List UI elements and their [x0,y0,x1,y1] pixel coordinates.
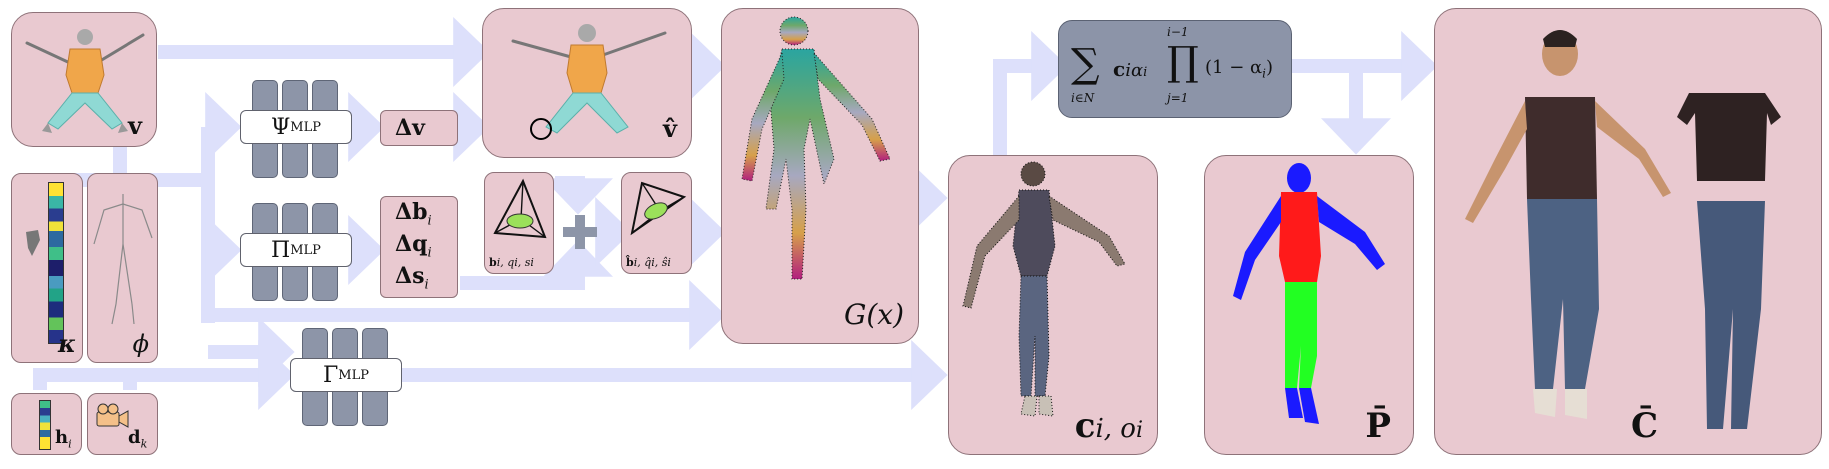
gaussian-field-panel: G(x) [721,8,919,344]
label-delta-b: Δbi [395,199,432,229]
h-panel: hi [11,393,82,455]
tpose-mannequin-image [25,29,145,133]
formula-sum-sub: i∈N [1071,91,1095,105]
bus-hd [33,368,137,390]
colored-point-cloud-image [962,161,1126,417]
delta-v-box: Δv [380,110,458,146]
formula-prod-sub: j=1 [1167,91,1189,105]
deformed-triangle-gaussian-image [630,181,687,236]
kappa-colorbar [48,182,64,344]
plus-icon [563,215,597,249]
arrow-dbqs-plus [460,240,613,290]
delta-bqs-box: Δbi Δqi Δsi [380,196,458,298]
formula-body: ciαi [1113,57,1148,81]
label-delta-q: Δqi [395,231,432,261]
deformed-mannequin-image [511,24,667,140]
skeleton-pose-image [93,194,153,325]
volume-rendering-formula: ∑ i∈N ciαi i−1 ∏ j=1 (1 − αi) [1058,20,1292,118]
d-panel: dk [87,393,158,455]
label-p-bar: P̄ [1365,406,1391,446]
gaussian-point-cloud-image [741,16,891,280]
formula-tail: (1 − αi) [1205,57,1274,81]
camera-icon [96,403,129,428]
label-c-o: ci, oi [1074,406,1143,446]
kappa-panel: κ [11,173,83,363]
rendered-person-image [1465,30,1781,429]
deformed-gaussian-panel: b̂i, q̂i, ŝi [621,172,692,274]
formula-prod-sup: i−1 [1167,25,1189,39]
part-segmentation-panel: P̄ [1204,155,1414,455]
color-opacity-panel: ci, oi [948,155,1158,455]
label-d: dk [128,427,148,451]
label-bqs-hat: b̂i, q̂i, ŝi [626,256,671,269]
gaussian-panel: bi, qi, si [484,172,554,274]
arrow-co-formula [993,31,1068,155]
label-v-hat: v̂ [663,114,677,143]
formula-prod: ∏ [1167,39,1199,85]
segmentation-figure-image [1233,163,1385,424]
label-bqs: bi, qi, si [489,256,534,269]
triangle-gaussian-image [493,178,547,239]
deformed-mesh-panel: v̂ [482,8,692,158]
arrow-bqs-plus [543,176,613,215]
template-mesh-panel: v [11,12,157,147]
label-c-bar: C̄ [1631,406,1659,446]
label-delta-v: Δv [395,115,425,141]
formula-sum: ∑ [1071,41,1100,87]
label-phi: ϕ [132,330,149,358]
label-gx: G(x) [843,298,904,331]
label-kappa: κ [58,329,76,358]
pose-silhouette-icon [26,230,40,256]
label-h: hi [55,427,72,451]
h-colorbar [39,400,51,450]
label-v: v [128,111,142,140]
phi-panel: ϕ [87,173,158,363]
label-delta-s: Δsi [395,263,429,293]
rendered-image-panel: C̄ [1434,8,1822,455]
